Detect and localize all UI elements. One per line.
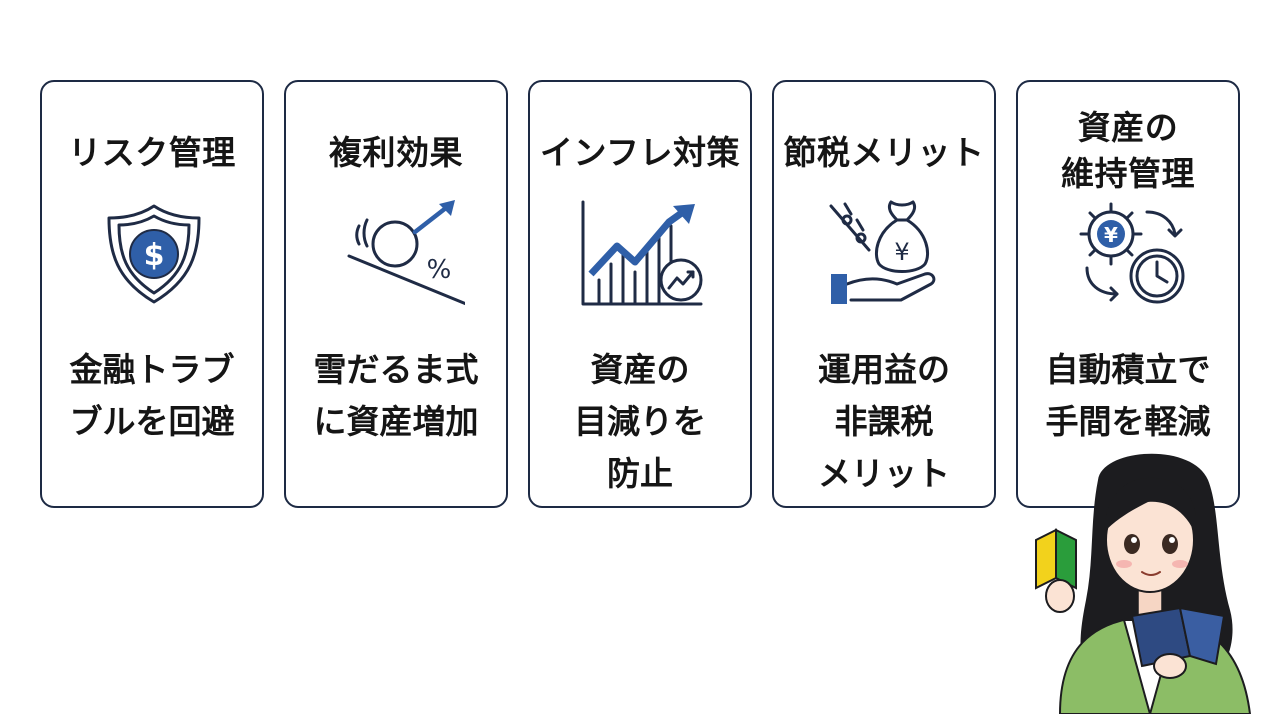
card-inflation-measures: インフレ対策 資産の 目減りを 防止 [528,80,752,508]
gear-icon: ¥ [1079,202,1143,266]
card-risk-management: リスク管理 $ 金融トラブ ブルを回避 [40,80,264,508]
card-title: インフレ対策 [539,133,740,172]
card-title: 複利効果 [329,133,463,172]
card-tax-savings: 節税メリット ¥ 運用益の 非課税 メリット [772,80,996,508]
mascot-girl-illustration [1035,453,1252,714]
card-description: 自動積立で 手間を軽減 [1045,350,1211,441]
snowball-percent-icon: % [347,200,465,306]
shield-dollar-icon: $ [107,204,201,304]
card-description: 運用益の 非課税 メリット [818,350,950,493]
card-title: 資産の 維持管理 [1061,108,1195,193]
card-compound-interest: 複利効果 % 雪だるま式 に資産増加 [284,80,508,508]
rising-chart-icon [581,200,703,306]
clock-icon [1129,248,1185,304]
yen-symbol: ¥ [894,238,909,266]
card-asset-maintenance: 資産の 維持管理 ¥ 自動積立で 手間を軽減 [1016,80,1240,508]
percent-symbol: % [427,255,452,285]
card-title: リスク管理 [68,133,236,172]
yen-symbol: ¥ [1104,223,1118,247]
money-bag-hand-icon: ¥ [829,200,936,304]
card-description: 資産の 目減りを 防止 [574,350,706,493]
card-title: 節税メリット [783,133,985,172]
gear-yen-clock-icon: ¥ [1079,202,1185,304]
dollar-symbol: $ [144,238,165,273]
book-icon [1130,606,1226,668]
card-description: 金融トラブ ブルを回避 [69,350,235,441]
beginner-mark-icon [1035,528,1077,590]
card-description: 雪だるま式 に資産増加 [313,350,479,441]
